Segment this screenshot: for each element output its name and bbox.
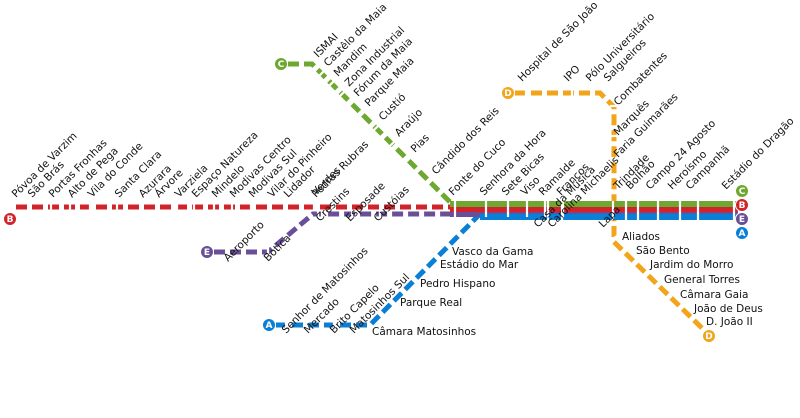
badge-letter: E xyxy=(739,215,745,225)
station-label-general-torres: General Torres xyxy=(664,274,740,286)
station-label-jardim-do-morro: Jardim do Morro xyxy=(649,259,733,271)
station-label-sao-bento: São Bento xyxy=(636,245,690,257)
tick-general-torres xyxy=(659,276,667,282)
tick-parque-maia xyxy=(358,108,368,118)
station-label-parque-real: Parque Real xyxy=(400,297,462,309)
badge-letter: B xyxy=(7,215,14,225)
line-c-badge: C xyxy=(274,57,288,71)
station-ticks xyxy=(28,68,736,329)
line-a-badge: A xyxy=(735,226,749,240)
station-label-aliados: Aliados xyxy=(622,231,660,243)
badge-letter: D xyxy=(504,89,511,99)
tick-castelo-da-maia xyxy=(317,68,327,78)
tick-forum-da-maia xyxy=(347,98,357,108)
tick-mandim xyxy=(327,78,337,88)
line-b-badge: B xyxy=(3,212,17,226)
station-label-vasco-da-gama: Vasco da Gama xyxy=(452,246,533,258)
tick-sao-bento xyxy=(631,247,639,253)
station-label-pedro-hispano: Pedro Hispano xyxy=(420,278,495,290)
station-label-aeroporto: Aeroporto xyxy=(222,219,267,264)
station-label-candido-dos-reis: Cândido dos Reis xyxy=(430,105,502,177)
line-e-badge: E xyxy=(735,212,749,226)
station-label-camara-gaia: Câmara Gaia xyxy=(680,289,748,301)
lines-layer xyxy=(16,61,738,334)
badge-letter: E xyxy=(204,248,210,258)
badge-letter: A xyxy=(266,321,273,331)
line-c-trunk xyxy=(450,201,738,207)
station-label-estadio-do-mar: Estádio do Mar xyxy=(440,259,519,271)
line-a-trunk xyxy=(480,214,738,220)
line-e-badge: E xyxy=(200,245,214,259)
line-d-badge: D xyxy=(501,86,515,100)
line-b-trunk xyxy=(450,207,738,212)
line-d-south-track xyxy=(611,226,708,334)
station-label-botica: Botica xyxy=(262,232,294,264)
line-c-track xyxy=(288,61,454,206)
tick-candido-dos-reis xyxy=(425,176,435,186)
line-a-badge: A xyxy=(262,318,276,332)
station-label-ipo: IPO xyxy=(562,63,583,84)
station-label-estadio-do-dragao: Estádio do Dragão xyxy=(720,115,797,192)
tick-camara-gaia xyxy=(675,291,683,297)
tick-custio xyxy=(372,122,382,132)
line-d-north-track xyxy=(515,90,617,226)
badge-letter: A xyxy=(739,229,746,239)
line-a-track xyxy=(276,212,482,328)
badge-letter: D xyxy=(705,332,712,342)
tick-d-joao-ii xyxy=(701,318,709,324)
line-c-badge: C xyxy=(735,184,749,198)
tick-jardim-do-morro xyxy=(645,261,653,267)
tick-araujo xyxy=(388,138,398,148)
tick-zona-industrial xyxy=(338,88,348,98)
line-e-track xyxy=(214,211,452,255)
badge-letter: B xyxy=(739,201,746,211)
station-label-camara-matosinhos: Câmara Matosinhos xyxy=(372,326,476,338)
station-label-joao-de-deus: João de Deus xyxy=(693,303,763,315)
badge-letter: C xyxy=(278,60,285,70)
station-label-pias: Pias xyxy=(409,132,432,155)
station-label-d-joao-ii: D. João II xyxy=(706,316,753,328)
line-b-badge: B xyxy=(735,198,749,212)
tick-aliados xyxy=(613,233,621,239)
tick-joao-de-deus xyxy=(689,305,697,311)
line-d-badge: D xyxy=(702,329,716,343)
badge-letter: C xyxy=(739,187,746,197)
tick-pias xyxy=(404,154,414,164)
